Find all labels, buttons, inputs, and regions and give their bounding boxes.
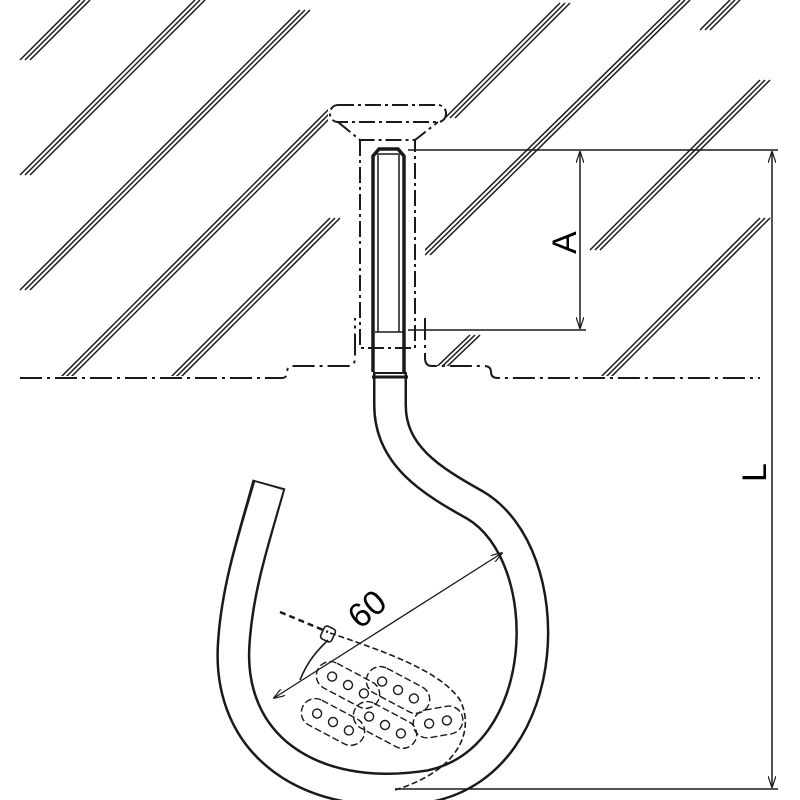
conductor [395, 728, 407, 739]
hatch-line [599, 79, 771, 251]
hatch-line [599, 217, 761, 376]
dimension-60-line [274, 553, 502, 698]
hatch-line [429, 334, 476, 376]
conductor [441, 715, 453, 726]
hatch-line [69, 107, 341, 376]
conductor [379, 719, 391, 731]
hatch-line [424, 0, 686, 256]
hatch-line [24, 0, 201, 176]
anchor-outline [329, 104, 447, 349]
hatch-line [29, 0, 91, 61]
hatch-line [169, 217, 331, 376]
conductor [376, 676, 388, 687]
dimension-l [395, 152, 778, 790]
hatch-line [699, 0, 731, 31]
hatch-line [449, 2, 566, 119]
dimension-60-label: 60 [341, 583, 394, 636]
hatch-line [424, 334, 471, 376]
hatch-line [24, 0, 86, 61]
hatch-line [19, 9, 301, 291]
hatch-line [24, 9, 306, 291]
hatch-line [594, 79, 766, 251]
hatch-line [64, 107, 336, 376]
conductor [392, 684, 404, 696]
dimension-a-label: A [546, 231, 584, 254]
hatch-line [419, 0, 681, 256]
hatch-line [19, 0, 196, 176]
threaded-rod [371, 147, 406, 372]
conductor [311, 708, 323, 719]
cable [315, 660, 381, 710]
hatch-line [589, 79, 761, 251]
hatch-line [429, 0, 691, 256]
ceiling-surface-line-right [424, 318, 760, 379]
hatch-line [454, 2, 571, 119]
hatch-line [174, 217, 336, 376]
conductor [342, 679, 354, 691]
conductor [408, 693, 420, 704]
hatch-line [434, 334, 481, 376]
dimension-l-label: L [736, 463, 774, 482]
hatch-line [179, 217, 341, 376]
hook [216, 372, 550, 800]
cable [300, 697, 366, 747]
hatch-line [709, 0, 741, 31]
cable [352, 700, 418, 750]
conductor [327, 716, 339, 728]
conductor [423, 718, 435, 729]
conductor [343, 725, 355, 736]
hatch-line [704, 0, 736, 31]
ceiling-surface-line [20, 318, 356, 379]
conductor [326, 671, 338, 682]
dimension-a [408, 149, 778, 331]
hatch-line [609, 217, 771, 376]
hatch-line [29, 9, 311, 291]
ceiling-hatching [19, 0, 771, 376]
hatch-line [444, 2, 561, 119]
cable [412, 705, 464, 739]
hatch-line [19, 0, 81, 61]
hatch-line [604, 217, 766, 376]
conductor [363, 711, 375, 722]
hatch-line [59, 107, 331, 376]
conductor [358, 688, 370, 699]
hatch-line [29, 0, 206, 176]
